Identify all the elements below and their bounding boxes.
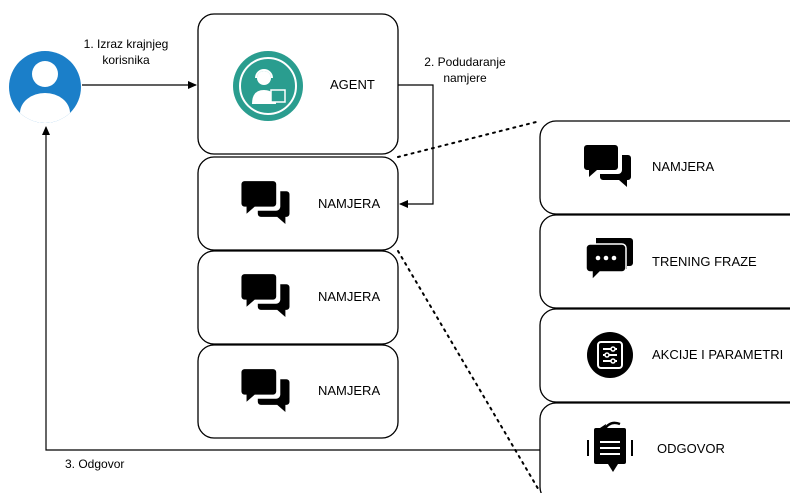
edge-step1-label-line1: 1. Izraz krajnjeg <box>84 37 169 51</box>
detail-response-node[interactable]: ODGOVOR <box>539 402 790 493</box>
zoom-line-top <box>397 120 541 158</box>
message-dots-icon <box>585 238 633 282</box>
intent-node[interactable]: NAMJERA <box>197 156 399 251</box>
agent-support-icon <box>233 51 303 121</box>
user-icon[interactable] <box>9 51 81 133</box>
response-doc-icon <box>587 421 633 472</box>
detail-label: NAMJERA <box>652 159 714 174</box>
edge-step2-label-line2: namjere <box>443 71 487 85</box>
edge-step1-label-line2: korisnika <box>102 53 150 67</box>
intent-label: NAMJERA <box>318 196 380 211</box>
intent-node[interactable]: NAMJERA <box>197 250 399 345</box>
agent-label: AGENT <box>330 77 375 92</box>
detail-label: ODGOVOR <box>657 441 725 456</box>
edge-step2-label-line1: 2. Podudaranje <box>424 55 506 69</box>
detail-training-phrases-node[interactable]: TRENING FRAZE <box>539 214 790 309</box>
detail-actions-node[interactable]: AKCIJE I PARAMETRI <box>539 308 790 403</box>
detail-intent-node[interactable]: NAMJERA <box>539 120 790 215</box>
intent-label: NAMJERA <box>318 289 380 304</box>
edge-step3-label: 3. Odgovor <box>65 457 124 471</box>
edge-response-to-user <box>42 126 540 451</box>
intent-label: NAMJERA <box>318 383 380 398</box>
detail-label: AKCIJE I PARAMETRI <box>652 347 783 362</box>
list-settings-icon <box>587 332 633 378</box>
intent-node[interactable]: NAMJERA <box>197 344 399 439</box>
zoom-line-bottom <box>397 250 541 493</box>
detail-label: TRENING FRAZE <box>652 254 757 269</box>
agent-node[interactable]: AGENT <box>197 13 399 155</box>
edge-agent-to-intent <box>398 84 434 208</box>
